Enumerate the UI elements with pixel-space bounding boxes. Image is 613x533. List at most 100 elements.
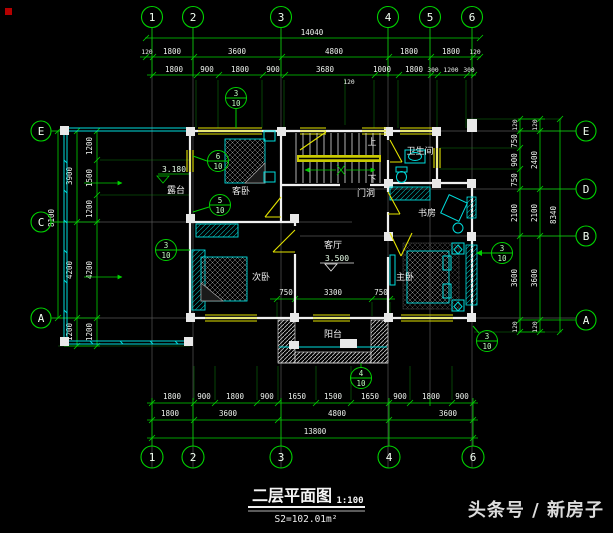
svg-text:3300: 3300	[324, 288, 343, 297]
svg-text:3: 3	[500, 244, 505, 253]
axis-bottom-4: 4	[386, 451, 393, 464]
svg-text:900: 900	[200, 65, 214, 74]
axis-left-C: C	[38, 216, 45, 229]
svg-text:2100: 2100	[510, 203, 519, 222]
svg-text:120: 120	[512, 119, 519, 131]
svg-text:900: 900	[260, 392, 274, 401]
svg-text:1800: 1800	[163, 47, 182, 56]
svg-text:120: 120	[141, 49, 153, 56]
axis-bottom-2: 2	[190, 451, 197, 464]
svg-text:3: 3	[485, 332, 490, 341]
svg-text:3: 3	[164, 241, 169, 250]
svg-text:1800: 1800	[165, 65, 184, 74]
guest-bedroom-furniture: 客卧	[224, 130, 282, 218]
svg-text:1800: 1800	[442, 47, 461, 56]
svg-text:1200: 1200	[443, 67, 458, 74]
dim-top-sub: 120	[343, 79, 355, 86]
svg-text:1800: 1800	[161, 409, 180, 418]
svg-text:300: 300	[427, 67, 439, 74]
axis-top-6: 6	[469, 11, 476, 24]
svg-text:3680: 3680	[316, 65, 335, 74]
svg-text:10: 10	[213, 162, 223, 171]
drawing-area: S2=102.01m²	[275, 514, 338, 525]
axis-right-E: E	[583, 125, 590, 138]
windows	[186, 127, 478, 322]
watermark: 头条号 / 新房子	[468, 499, 604, 521]
svg-text:750: 750	[510, 173, 519, 187]
svg-text:900: 900	[455, 392, 469, 401]
svg-text:4800: 4800	[328, 409, 347, 418]
terrace: 3.180 露台	[63, 127, 190, 345]
svg-text:1800: 1800	[405, 65, 424, 74]
svg-text:4800: 4800	[325, 47, 344, 56]
top-dimensions: 14040 120 1800 3600 4800 1800 1800 120 1…	[140, 27, 484, 86]
svg-text:10: 10	[231, 99, 241, 108]
svg-text:750: 750	[510, 134, 519, 148]
svg-text:300: 300	[463, 67, 475, 74]
interior-dimensions: 750 3300 750	[270, 288, 395, 303]
svg-text:900: 900	[197, 392, 211, 401]
stair-down-label: 下	[367, 175, 376, 185]
svg-text:900: 900	[266, 65, 280, 74]
svg-text:1000: 1000	[373, 65, 392, 74]
svg-text:120: 120	[512, 321, 519, 333]
svg-text:1200: 1200	[85, 136, 94, 155]
living-level: 3.500	[325, 254, 349, 263]
detail-markers: 3 10 6 10 5 10 3 10 3 10 3 10 4 10	[155, 87, 513, 389]
axis-grid	[52, 28, 576, 468]
axis-top-3: 3	[278, 11, 285, 24]
axis-right-B: B	[583, 230, 590, 243]
guest-label: 客卧	[232, 185, 250, 197]
svg-text:3: 3	[234, 89, 239, 98]
svg-text:900: 900	[510, 153, 519, 167]
axis-left-E: E	[38, 125, 45, 138]
left-dimensions: 1200 1500 1200 4200 1200 3900 4200 1200 …	[47, 127, 101, 350]
svg-text:6: 6	[216, 152, 221, 161]
svg-text:1800: 1800	[226, 392, 245, 401]
svg-text:900: 900	[393, 392, 407, 401]
svg-text:2100: 2100	[530, 203, 539, 222]
balcony-label: 阳台	[324, 328, 342, 340]
master-window-seat	[465, 244, 478, 306]
svg-text:3600: 3600	[530, 268, 539, 287]
svg-text:3600: 3600	[510, 268, 519, 287]
svg-text:10: 10	[497, 254, 507, 263]
svg-text:10: 10	[482, 342, 492, 351]
stair-up-label: 上	[367, 137, 376, 148]
dim-right-total: 8340	[549, 205, 558, 224]
svg-text:3600: 3600	[439, 409, 458, 418]
svg-text:3600: 3600	[219, 409, 238, 418]
svg-text:1800: 1800	[163, 392, 182, 401]
title-block: 二层平面图 1:100 S2=102.01m²	[248, 486, 365, 525]
right-dimensions: 120 750 900 750 2100 3600 120 120 2400 2…	[510, 115, 576, 336]
drawing-title: 二层平面图	[252, 486, 332, 505]
svg-text:4200: 4200	[65, 260, 74, 279]
living-room-labels: 客厅 3.500	[320, 239, 354, 272]
svg-text:5: 5	[218, 196, 223, 205]
terrace-label: 露台	[167, 184, 185, 196]
dim-bottom-total: 13800	[304, 427, 327, 436]
door-opening-label: 门洞	[357, 187, 375, 199]
svg-text:4200: 4200	[85, 260, 94, 279]
svg-text:10: 10	[356, 379, 366, 388]
svg-text:750: 750	[279, 288, 293, 297]
svg-text:3600: 3600	[228, 47, 247, 56]
dim-top-total: 14040	[301, 28, 324, 37]
bath-label: 卫生间	[406, 145, 433, 157]
svg-text:1800: 1800	[231, 65, 250, 74]
study-label: 书房	[418, 207, 436, 219]
terrace-level: 3.180	[162, 165, 186, 174]
axis-bottom-6: 6	[470, 451, 477, 464]
columns	[60, 119, 477, 346]
study-window	[466, 196, 477, 219]
axis-top-5: 5	[427, 11, 434, 24]
balcony: 阳台	[277, 319, 389, 368]
dim-left-total: 8100	[47, 208, 56, 227]
svg-text:120: 120	[532, 321, 539, 333]
master-label: 主卧	[396, 271, 414, 283]
axis-top-1: 1	[149, 11, 156, 24]
svg-text:1200: 1200	[85, 199, 94, 218]
axis-bottom-3: 3	[278, 451, 285, 464]
living-label: 客厅	[324, 239, 342, 251]
svg-text:1200: 1200	[85, 322, 94, 341]
